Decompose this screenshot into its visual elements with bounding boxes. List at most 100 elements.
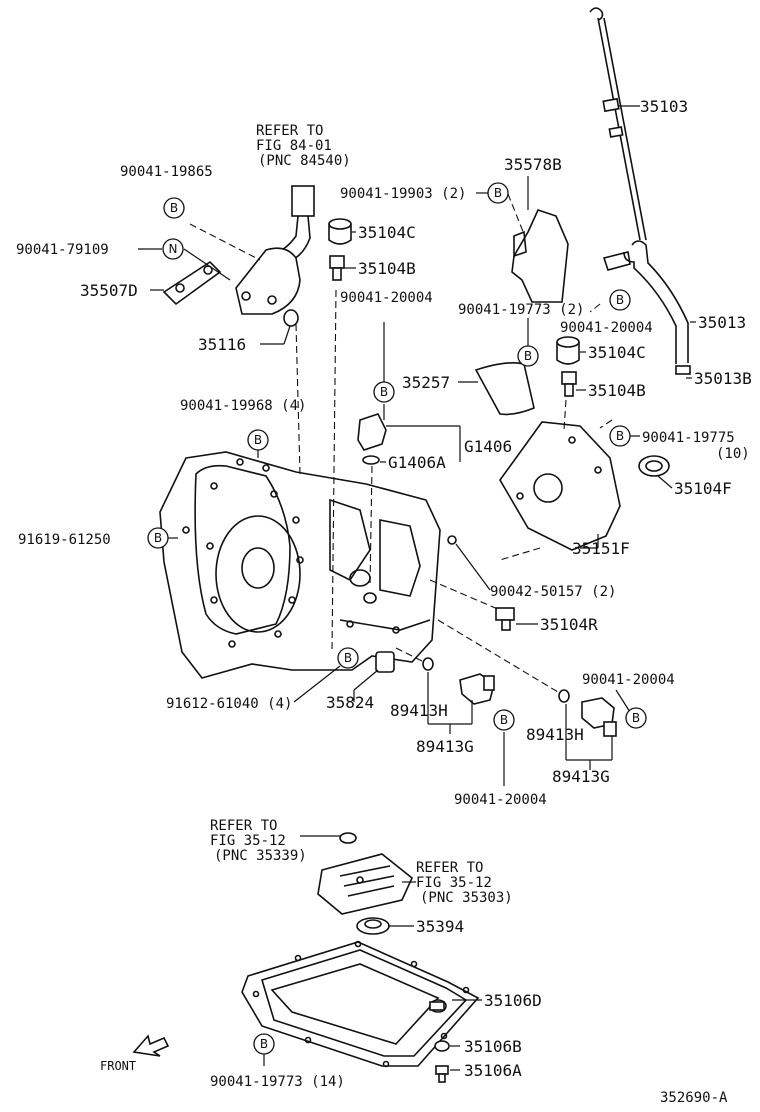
speed-sensor-89413H-left [459, 673, 495, 705]
pin-90042-50157 [447, 535, 457, 545]
marker-b-19903: B [487, 182, 509, 204]
marker-b-19773-14: B [253, 1033, 275, 1055]
svg-text:B: B [500, 713, 508, 727]
plug-35104C-top [328, 218, 352, 245]
part-labels: 35103 REFER TO FIG 84-01 (PNC 84540) 900… [16, 97, 752, 1106]
label-35106D: 35106D [484, 991, 542, 1010]
label-G1406: G1406 [464, 437, 512, 456]
label-refer-35303-1: REFER TO [416, 860, 483, 876]
dipstick-tube-35013 [602, 240, 691, 375]
marker-b-61040: B [337, 647, 359, 669]
label-35104B-r: 35104B [588, 381, 646, 400]
leader-lines [138, 105, 696, 1071]
seal-35116 [283, 309, 299, 327]
label-35104R: 35104R [540, 615, 598, 634]
label-90041-19903: 90041-19903 (2) [340, 186, 466, 202]
svg-text:B: B [632, 711, 640, 725]
label-91612-61040: 91612-61040 (4) [166, 696, 292, 712]
oil-seal-35104F [638, 455, 670, 477]
label-90041-20004-m: 90041-20004 [582, 672, 675, 688]
label-refer-35339-3: (PNC 35339) [214, 848, 307, 864]
label-90041-20004-r: 90041-20004 [560, 320, 653, 336]
marker-b-19775: B [609, 425, 631, 447]
plate-35257 [474, 362, 535, 416]
marker-b-19968: B [247, 429, 269, 451]
label-89413H-b: 89413H [526, 725, 584, 744]
label-refer-35303-2: FIG 35-12 [416, 875, 492, 891]
bracket-35578B [511, 209, 569, 303]
label-90041-19773-14: 90041-19773 (14) [210, 1074, 345, 1090]
dipstick-35103 [589, 7, 647, 241]
label-35151F: 35151F [572, 539, 630, 558]
label-35104C-r: 35104C [588, 343, 646, 362]
label-35257: 35257 [402, 373, 450, 392]
svg-text:B: B [254, 433, 262, 447]
label-35116: 35116 [198, 335, 246, 354]
sensor-G1406 [357, 413, 387, 465]
label-refer-35339-1: REFER TO [210, 818, 277, 834]
harness-connector [275, 185, 315, 261]
marker-b-20004-bot: B [493, 709, 515, 731]
label-refer-35339-2: FIG 35-12 [210, 833, 286, 849]
label-35104C-top: 35104C [358, 223, 416, 242]
label-refer-84540-1: REFER TO [256, 123, 323, 139]
label-35104B-top: 35104B [358, 259, 416, 278]
label-91619-61250: 91619-61250 [18, 532, 111, 548]
drawing-number: 352690-A [660, 1090, 728, 1106]
dashed-lines [189, 193, 613, 693]
plug-35104R [495, 607, 515, 631]
label-90041-19775: 90041-19775 [642, 430, 735, 446]
label-35106A: 35106A [464, 1061, 522, 1080]
label-G1406A: G1406A [388, 453, 446, 472]
marker-b-20004-top: B [373, 381, 395, 403]
label-89413G-a: 89413G [416, 737, 474, 756]
label-35106B: 35106B [464, 1037, 522, 1056]
magnet-35106D [429, 1001, 445, 1011]
speed-sensor-89413H-right [581, 697, 617, 737]
label-90041-19865: 90041-19865 [120, 164, 213, 180]
marker-b-19865: B [163, 197, 185, 219]
label-90041-19775-qty: (10) [716, 446, 750, 462]
label-35507D: 35507D [80, 281, 138, 300]
label-35103: 35103 [640, 97, 688, 116]
label-35578B: 35578B [504, 155, 562, 174]
label-refer-84540-3: (PNC 84540) [258, 153, 351, 169]
label-90041-19968: 90041-19968 (4) [180, 398, 306, 414]
marker-b-19773-2: B [517, 345, 539, 367]
marker-b-61250: B [147, 527, 169, 549]
marker-b-20004-m: B [625, 707, 647, 729]
gasket-35106B [434, 1040, 450, 1052]
svg-text:B: B [616, 429, 624, 443]
svg-text:B: B [154, 531, 162, 545]
gasket-35394 [356, 917, 390, 935]
lever-35507D [162, 260, 222, 306]
label-35013: 35013 [698, 313, 746, 332]
plug-35104B-right [561, 371, 577, 397]
label-35104F: 35104F [674, 479, 732, 498]
transmission-case [159, 451, 441, 679]
label-35394: 35394 [416, 917, 464, 936]
marker-b-20004-r: B [609, 289, 631, 311]
svg-text:B: B [170, 201, 178, 215]
sleeve-35824 [375, 651, 395, 673]
label-89413H-a: 89413H [390, 701, 448, 720]
extension-housing-35151F [499, 421, 621, 551]
oring-strainer [339, 832, 357, 844]
plug-35104C-right [556, 336, 580, 365]
svg-text:B: B [344, 651, 352, 665]
label-90042-50157: 90042-50157 (2) [490, 584, 616, 600]
label-90041-79109: 90041-79109 [16, 242, 109, 258]
label-refer-84540-2: FIG 84-01 [256, 138, 332, 154]
o-ring-left [422, 657, 434, 671]
switch-body [235, 247, 301, 315]
svg-text:B: B [616, 293, 624, 307]
oil-strainer [317, 853, 413, 915]
marker-n-79109: N [162, 238, 184, 260]
drain-plug-35106A [435, 1065, 449, 1083]
label-90041-20004-top: 90041-20004 [340, 290, 433, 306]
front-arrow-icon [132, 1034, 170, 1057]
label-refer-35303-3: (PNC 35303) [420, 890, 513, 906]
svg-text:B: B [524, 349, 532, 363]
